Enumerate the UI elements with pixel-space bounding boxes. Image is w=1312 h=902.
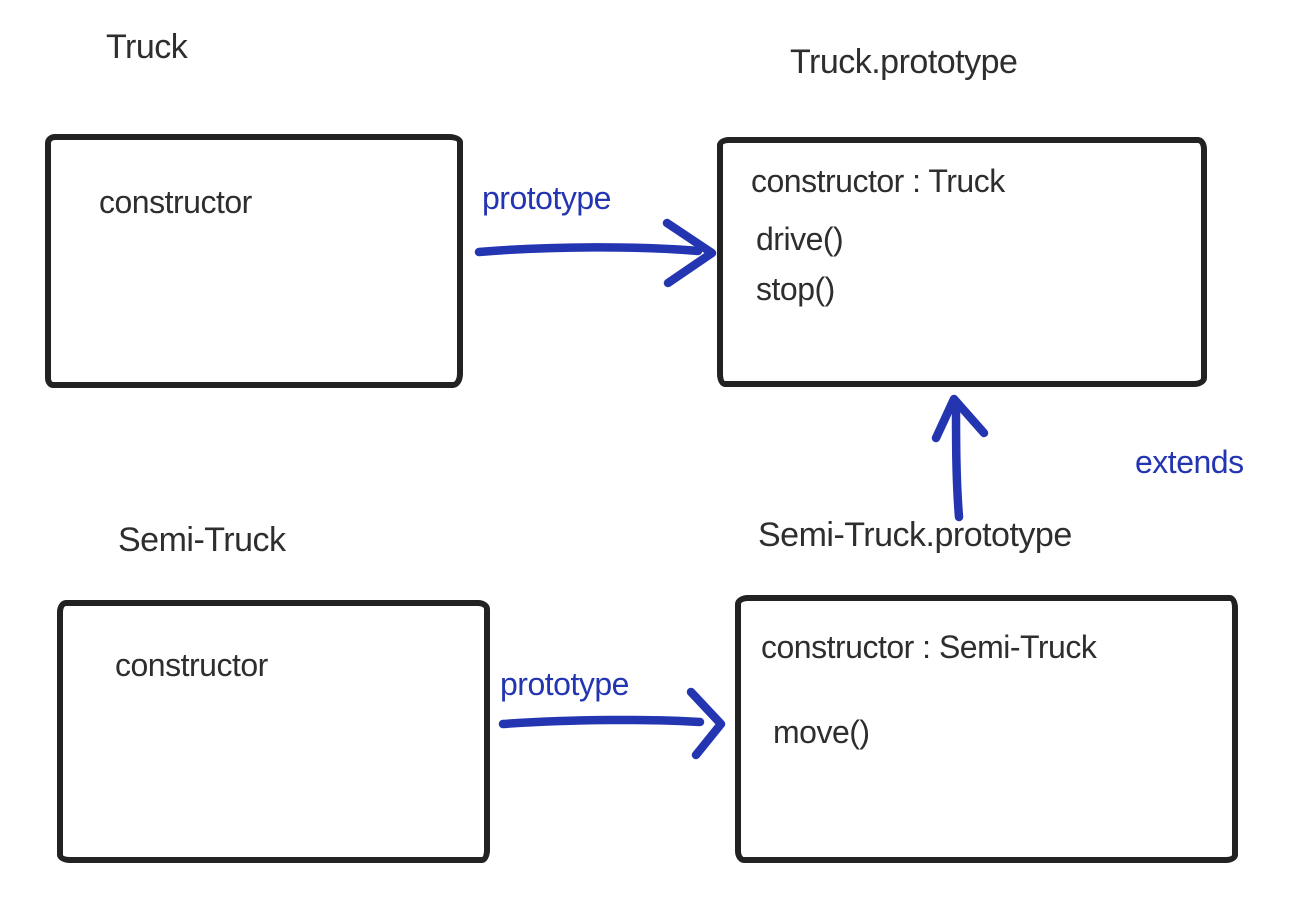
prototype-arrow-top — [474, 218, 717, 288]
semi-truck-label: Semi-Truck — [118, 521, 286, 559]
truck-prototype-member-drive: drive() — [756, 221, 844, 257]
truck-label: Truck — [106, 28, 188, 66]
truck-box: constructor — [45, 134, 463, 388]
semi-truck-prototype-box: constructor : Semi-Truck move() — [735, 595, 1238, 863]
truck-prototype-label: Truck.prototype — [790, 43, 1018, 81]
semi-truck-prototype-member-move: move() — [773, 714, 870, 750]
truck-prototype-member-constructor: constructor : Truck — [751, 163, 1005, 199]
prototype-label-bottom: prototype — [500, 666, 629, 702]
truck-prototype-box: constructor : Truck drive() stop() — [717, 137, 1207, 387]
truck-member-constructor: constructor — [99, 184, 252, 220]
prototype-label-top: prototype — [482, 180, 611, 216]
truck-prototype-member-stop: stop() — [756, 271, 835, 307]
semi-truck-box: constructor — [57, 600, 490, 863]
semi-truck-prototype-member-constructor: constructor : Semi-Truck — [761, 629, 1097, 665]
extends-arrow — [931, 394, 989, 522]
semi-truck-member-constructor: constructor — [115, 647, 268, 683]
semi-truck-prototype-label: Semi-Truck.prototype — [758, 516, 1072, 554]
extends-label: extends — [1135, 444, 1244, 480]
